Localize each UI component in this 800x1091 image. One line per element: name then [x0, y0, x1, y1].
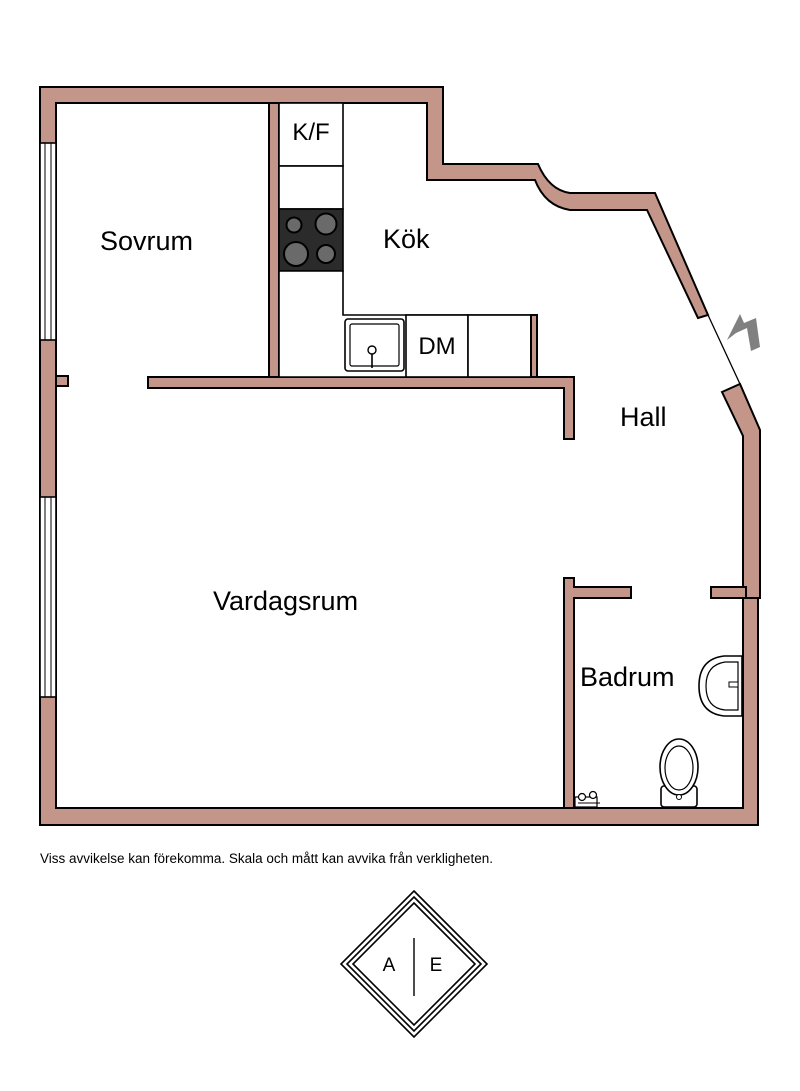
exterior-wall-east — [720, 382, 761, 599]
dishwasher — [405, 314, 469, 378]
window-sovrum — [39, 142, 57, 341]
wall-living-kitchen — [147, 376, 575, 440]
room-label-sovrum: Sovrum — [100, 226, 193, 256]
toilet-icon — [659, 738, 699, 808]
fridge-freezer-label: K/F — [292, 119, 329, 146]
entrance-arrow-icon — [727, 314, 760, 351]
room-label-vardagsrum: Vardagsrum — [213, 586, 358, 616]
entrance-door-line — [707, 314, 741, 385]
dishwasher-label: DM — [418, 333, 455, 360]
logo-letter-right: E — [430, 955, 443, 976]
bathroom-sink-icon — [698, 655, 743, 717]
water-valve-icon — [574, 790, 600, 808]
disclaimer-text: Viss avvikelse kan förekomma. Skala och … — [40, 851, 493, 866]
wall-badrum-west — [563, 577, 632, 809]
agency-logo: A E — [339, 889, 489, 1039]
logo-letter-left: A — [383, 955, 396, 976]
exterior-wall — [39, 86, 759, 826]
room-label-hall: Hall — [620, 402, 667, 432]
fridge-freezer: K/F — [278, 102, 344, 167]
window-vardagsrum — [39, 496, 57, 698]
room-label-badrum: Badrum — [580, 662, 675, 692]
cabinet — [467, 314, 532, 378]
wall-sovrum-kok — [268, 102, 280, 382]
counter-end-wall — [530, 314, 538, 378]
counter-upper — [278, 165, 344, 210]
room-label-kok: Kök — [383, 224, 430, 254]
kitchen-sink-icon — [344, 318, 405, 372]
wall-badrum-north — [710, 586, 747, 599]
stove-icon — [278, 208, 344, 272]
wall-stub-west — [55, 375, 69, 387]
